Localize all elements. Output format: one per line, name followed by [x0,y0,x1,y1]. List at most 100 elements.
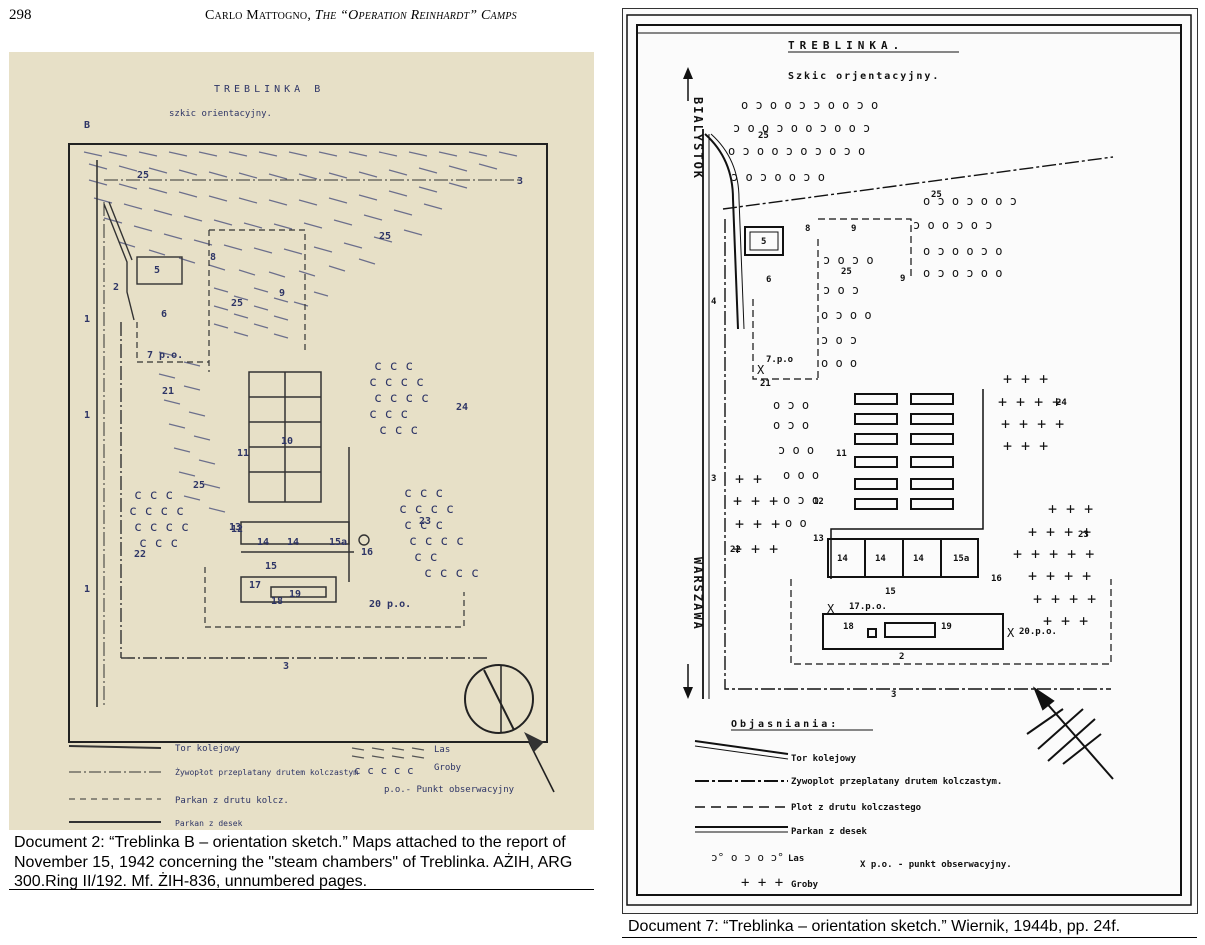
doc2-label: 6 [161,309,167,320]
svg-text:c c c: c c c [404,518,443,533]
doc2-label: 5 [154,265,160,276]
doc2-label: 17 [249,580,261,591]
svg-text:o ɔ o o ɔ ɔ o o ɔ o: o ɔ o o ɔ ɔ o o ɔ o [741,98,878,112]
doc2-label: 14 [287,537,299,548]
doc2-label: 25 [137,170,149,181]
document-7-sketch: TREBLINKA. Szkic orjentacyjny. BIALYSTOK… [622,8,1198,914]
doc7-border [636,24,1182,896]
doc2-caption: Document 2: “Treblinka B – orientation s… [14,834,573,890]
doc2-label: 3 [283,661,289,672]
doc7-label: 3 [891,690,896,700]
running-head: Carlo Mattogno, The “Operation Reinhardt… [205,8,517,24]
doc7-label: 4 [711,297,717,307]
doc2-legend-fence-barbed: Parkan z drutu kolcz. [175,796,289,806]
doc2-label: 16 [361,547,373,558]
svg-text:c c c c: c c c c [369,375,424,390]
doc7-label: 16 [991,574,1002,584]
svg-text:X: X [757,363,765,377]
doc2-label: 1 [84,314,90,325]
treblinka-b-map: TREBLINKA B szkic orientacyjny. [68,84,555,828]
doc7-legend-graves: Groby [791,880,819,890]
svg-text:o ɔ o o ɔ o ɔ o ɔ o: o ɔ o o ɔ o ɔ o ɔ o [728,144,865,158]
doc2-label: 24 [456,402,468,413]
doc7-label: 7.p.o [766,355,793,365]
doc2-label: 13 [229,522,241,533]
svg-text:o ɔ o o: o ɔ o o [821,308,872,322]
doc2-legend-fence-woven: Żywopłot przeplatany drutem kolczastym [175,767,358,777]
svg-text:X: X [827,602,835,616]
svg-text:c c c c: c c c c [399,502,454,517]
doc2-label: 20 p.o. [369,599,411,610]
doc7-fence-main [724,219,1111,690]
doc7-label: 5 [761,237,766,247]
doc7-label: 22 [730,545,741,555]
svg-text:+ + +: + + + [741,875,783,891]
doc7-subtitle: Szkic orjentacyjny. [788,70,940,82]
doc2-legend-fence-boards: Parkan z desek [175,819,243,828]
doc2-label: 1 [84,410,90,421]
svg-text:ɔ o ɔ: ɔ o ɔ [821,333,857,347]
svg-text:c c c c: c c c c [129,504,184,519]
doc7-city-south: WARSZAWA [691,557,705,631]
doc2-legend-graves: Groby [434,763,462,773]
doc7-label: 24 [1056,398,1067,408]
doc7-label: 21 [760,379,771,389]
doc7-forest-marks: o ɔ o o ɔ ɔ o o ɔ o ɔ o o ɔ o o ɔ o o ɔ … [728,98,1017,530]
doc2-label: 11 [237,448,249,459]
svg-text:ɔ o ɔ o: ɔ o ɔ o [823,253,874,267]
treblinka-map: TREBLINKA. Szkic orjentacyjny. BIALYSTOK… [626,14,1192,906]
doc7-label: 14 [837,554,848,564]
svg-text:ɔ o o ɔ o o ɔ o o ɔ: ɔ o o ɔ o o ɔ o o ɔ [733,121,870,135]
svg-text:c c c c: c c c c [424,566,479,581]
svg-text:o ɔ o: o ɔ o [773,418,809,432]
doc7-compass [1026,686,1114,780]
svg-text:c c c c: c c c c [134,520,189,535]
svg-text:X: X [1007,626,1015,640]
svg-text:c c c: c c c [134,488,173,503]
svg-text:o ɔ o: o ɔ o [773,398,809,412]
page-number: 298 [9,7,32,23]
svg-text:o ɔ o: o ɔ o [783,493,819,507]
doc2-legend-forest: Las [434,745,450,755]
doc2-barbed-fence [209,229,306,352]
doc7-label: 25 [758,131,769,141]
svg-text:c c c: c c c [139,536,178,551]
svg-text:c c c: c c c [374,359,413,374]
svg-text:+ +: + + [735,470,762,488]
svg-text:c c c c: c c c c [374,391,429,406]
svg-text:+ + +: + + + [1048,500,1093,518]
doc2-label: 3 [517,176,523,187]
doc2-legend-rail: Tor kolejowy [175,744,241,754]
doc2-label: 9 [279,288,285,299]
doc2-label: 25 [193,480,205,491]
svg-text:c c c: c c c [379,423,418,438]
svg-text:o o: o o [785,516,807,530]
doc2-label: B [84,120,90,131]
svg-text:+ + +: + + + [1003,370,1048,388]
svg-text:ɔ° o ɔ o ɔ°: ɔ° o ɔ o ɔ° [711,851,784,864]
running-head-author: Carlo Mattogno, [205,8,315,23]
doc7-label: 6 [766,275,771,285]
doc2-forest-marks: c c cc c c c c c c cc c c c c c c c cc c… [129,359,479,581]
doc7-label: 25 [841,267,852,277]
svg-text:+ + + +: + + + + [1028,567,1091,585]
doc2-label: 15 [265,561,277,572]
svg-text:+ + +: + + + [1043,612,1088,630]
doc7-south-arrow [683,664,693,699]
doc2-label: 22 [134,549,146,560]
svg-text:c c: c c [414,550,437,565]
doc2-barracks [240,371,354,603]
doc7-label: 19 [941,622,952,632]
doc7-caption: Document 7: “Treblinka – orientation ske… [628,918,1121,935]
doc2-compass [464,664,534,734]
doc2-label: 25 [231,298,243,309]
doc7-label: 9 [900,274,905,284]
doc2-subtitle: szkic orientacyjny. [169,109,272,119]
doc2-label: 25 [379,231,391,242]
doc2-forest-hatching [83,151,518,513]
doc2-outer-border [68,143,548,743]
doc7-barracks [822,393,1004,650]
svg-text:ɔ o o ɔ o ɔ: ɔ o o ɔ o ɔ [913,218,992,232]
doc2-label: 19 [289,589,301,600]
doc7-legend-forest: Las [788,854,804,864]
